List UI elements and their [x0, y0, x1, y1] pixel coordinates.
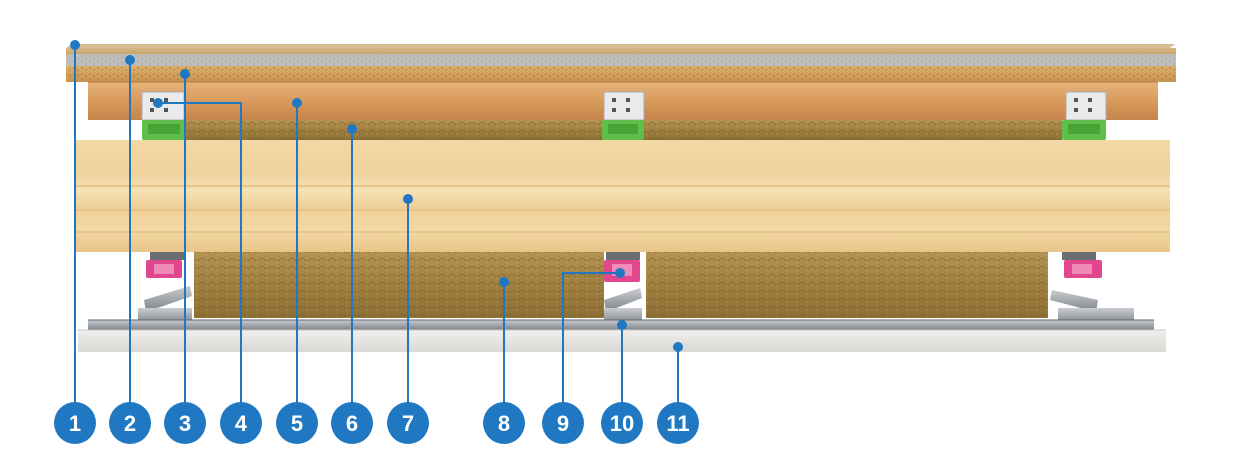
- marker-11-label: 11: [666, 411, 689, 436]
- marker-8-label: 8: [498, 411, 510, 436]
- marker-4-label: 4: [235, 411, 248, 436]
- marker-10: 10: [601, 402, 643, 444]
- insulation-lower: [194, 252, 1048, 318]
- marker-11: 11: [657, 402, 699, 444]
- marker-6: 6: [331, 402, 373, 444]
- hanger-left: [138, 252, 192, 324]
- marker-3-label: 3: [179, 411, 191, 436]
- osb-board-layer: [66, 66, 1176, 82]
- marker-4: 4: [220, 402, 262, 444]
- leader-lines: [70, 40, 683, 412]
- leader-10: [617, 320, 627, 412]
- marker-6-label: 6: [346, 411, 358, 436]
- leader-11: [673, 342, 683, 412]
- markers: 1 2 3 4 5 6 7 8 9 10 11: [54, 402, 699, 444]
- leader-8: [499, 277, 509, 412]
- marker-2: 2: [109, 402, 151, 444]
- marker-1-label: 1: [69, 411, 81, 436]
- hanger-right: [1050, 252, 1134, 324]
- leader-5: [292, 98, 302, 412]
- marker-8: 8: [483, 402, 525, 444]
- marker-10-label: 10: [610, 411, 634, 436]
- hanger-middle: [604, 252, 642, 324]
- marker-2-label: 2: [124, 411, 136, 436]
- leader-1: [70, 40, 80, 412]
- leader-2: [125, 55, 135, 412]
- marker-5: 5: [276, 402, 318, 444]
- marker-1: 1: [54, 402, 96, 444]
- marker-7: 7: [387, 402, 429, 444]
- marker-9-label: 9: [557, 411, 569, 436]
- clt-slab: [74, 140, 1170, 252]
- marker-3: 3: [164, 402, 206, 444]
- leader-9: [562, 268, 625, 412]
- bracket-left: [141, 91, 186, 140]
- batten-brackets: [141, 91, 1107, 140]
- leader-7: [403, 194, 413, 412]
- leader-3: [180, 69, 190, 412]
- leader-4: [153, 98, 242, 412]
- marker-7-label: 7: [402, 411, 414, 436]
- marker-5-label: 5: [291, 411, 303, 436]
- bracket-middle: [602, 91, 645, 140]
- insulation-upper: [186, 120, 1062, 140]
- bracket-right: [1062, 91, 1107, 140]
- top-finish-layer: [66, 44, 1176, 66]
- marker-9: 9: [542, 402, 584, 444]
- leader-6: [347, 124, 357, 412]
